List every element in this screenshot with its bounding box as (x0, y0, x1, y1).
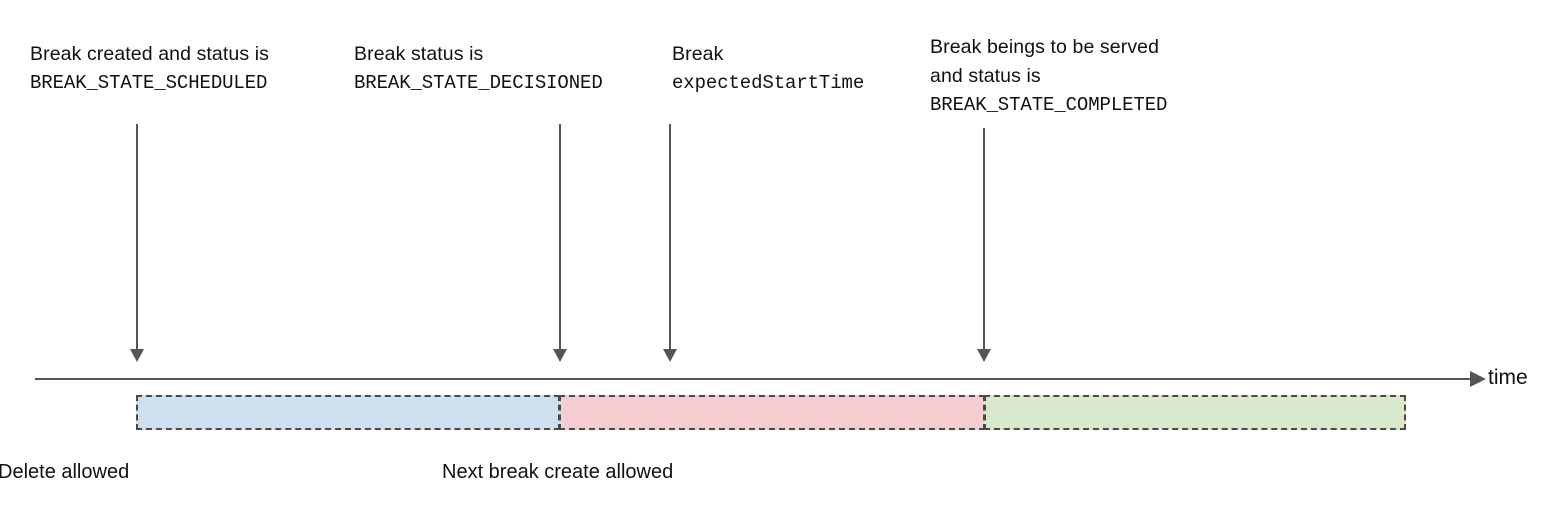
callout-decisioned: Break status is BREAK_STATE_DECISIONED (354, 40, 603, 98)
marker-expected-start-arrow-icon (663, 124, 677, 362)
time-axis-line (35, 378, 1470, 380)
arrow-head-icon (130, 349, 144, 362)
callout-expected-start-line-2: expectedStartTime (672, 72, 865, 94)
callout-scheduled-line-1: Break created and status is (30, 43, 269, 65)
arrow-head-icon (977, 349, 991, 362)
callout-scheduled-line-2: BREAK_STATE_SCHEDULED (30, 72, 268, 94)
callout-decisioned-line-1: Break status is (354, 43, 484, 65)
arrow-shaft (669, 124, 671, 350)
time-axis-label: time (1488, 366, 1528, 389)
phase-delete-bar (559, 395, 985, 430)
callout-expected-start-line-1: Break (672, 43, 724, 65)
callout-completed-line-1: Break beings to be served (930, 36, 1160, 58)
arrow-shaft (136, 124, 138, 350)
callout-scheduled: Break created and status is BREAK_STATE_S… (30, 40, 269, 98)
marker-completed-arrow-icon (977, 128, 991, 362)
callout-completed-line-3: BREAK_STATE_COMPLETED (930, 94, 1168, 116)
phase-next-break-caption: Next break create allowed (442, 461, 674, 483)
marker-decisioned-arrow-icon (553, 124, 567, 362)
marker-scheduled-arrow-icon (130, 124, 144, 362)
arrow-head-icon (663, 349, 677, 362)
callout-completed-line-2: and status is (930, 65, 1041, 87)
phase-update-delete-bar (136, 395, 560, 430)
arrow-shaft (983, 128, 985, 350)
time-axis-arrowhead-icon (1470, 371, 1486, 387)
phase-next-break-bar (984, 395, 1406, 430)
arrow-head-icon (553, 349, 567, 362)
callout-decisioned-line-2: BREAK_STATE_DECISIONED (354, 72, 603, 94)
callout-expected-start: Break expectedStartTime (672, 40, 864, 98)
callout-completed: Break beings to be served and status is BR… (930, 33, 1167, 120)
arrow-shaft (559, 124, 561, 350)
phase-delete-caption: Delete allowed (0, 461, 130, 483)
